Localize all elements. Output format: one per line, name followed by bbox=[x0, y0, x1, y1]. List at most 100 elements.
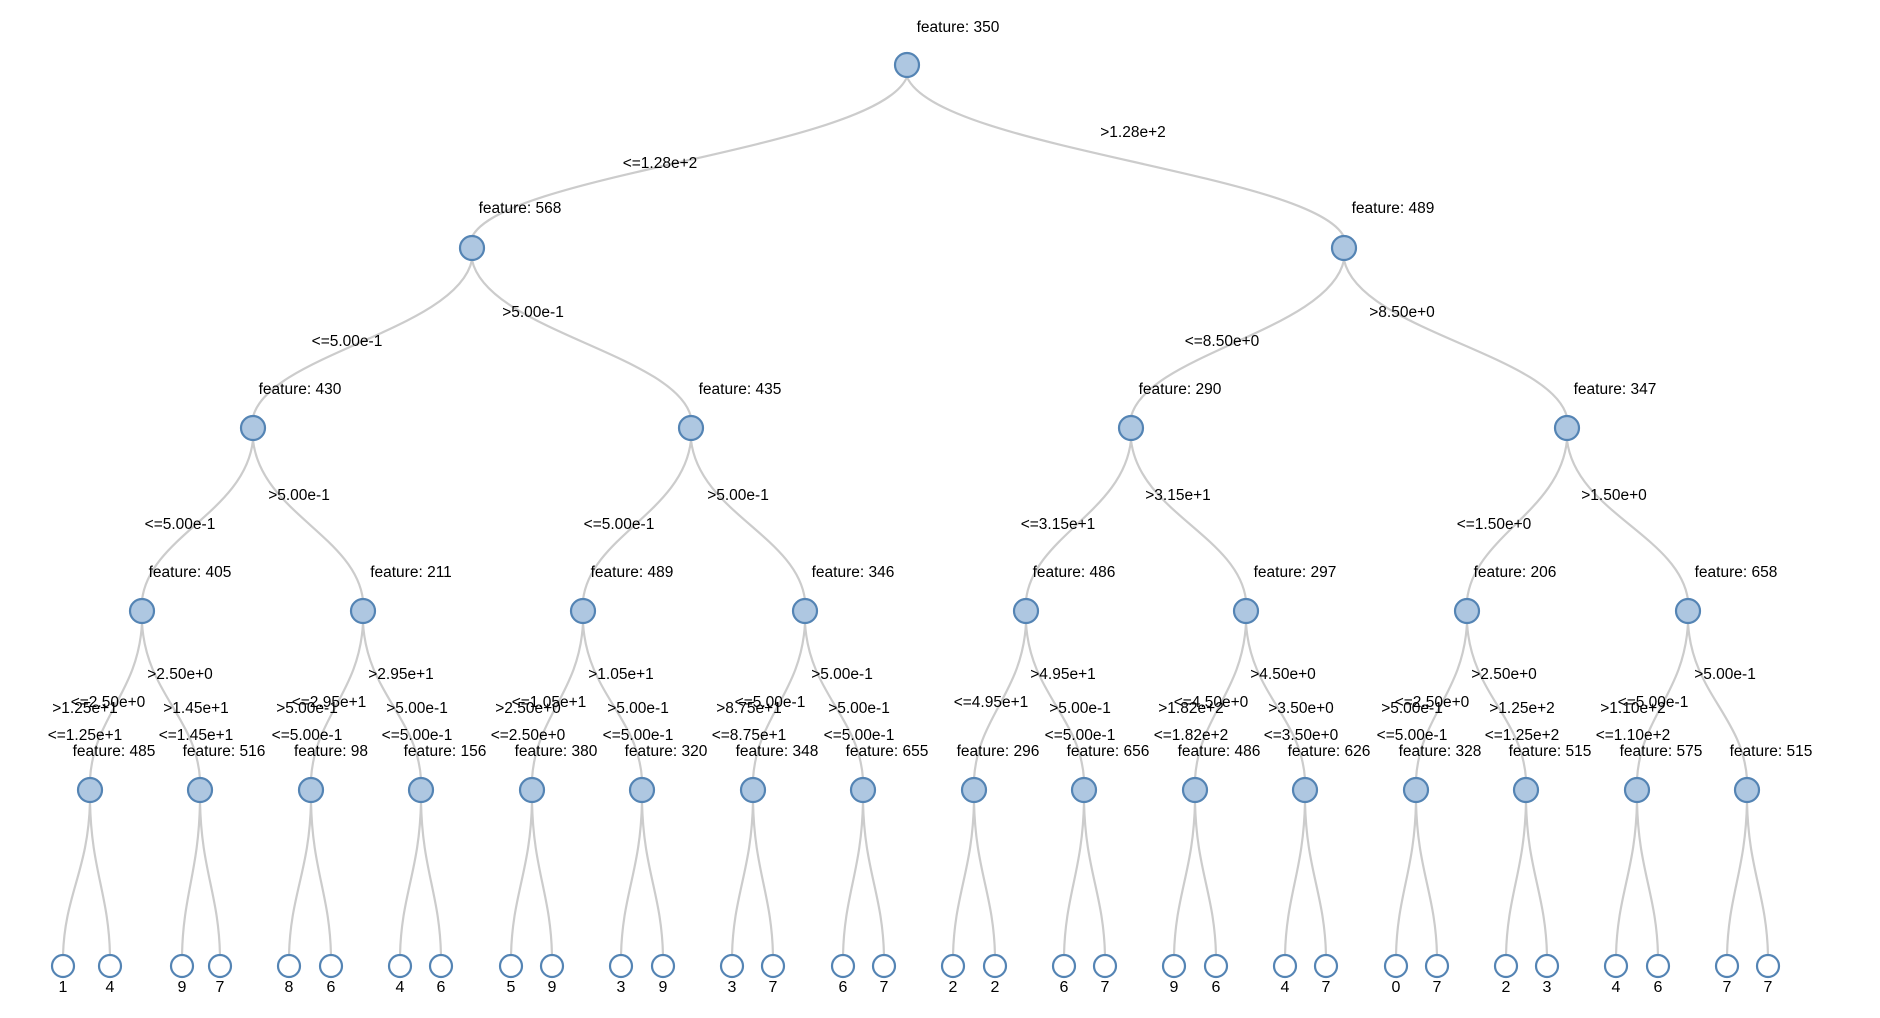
node-circle-icon[interactable] bbox=[1512, 776, 1540, 804]
node-circle-icon[interactable] bbox=[186, 776, 214, 804]
tree-node-internal[interactable]: feature: 486 bbox=[1178, 743, 1261, 804]
leaf-circle-icon[interactable] bbox=[1755, 953, 1781, 979]
tree-node-internal[interactable]: feature: 98 bbox=[294, 743, 368, 804]
leaf-circle-icon[interactable] bbox=[428, 953, 454, 979]
node-circle-icon[interactable] bbox=[628, 776, 656, 804]
tree-node-internal[interactable]: feature: 568 bbox=[458, 200, 561, 262]
tree-node-internal[interactable]: feature: 486 bbox=[1012, 564, 1115, 625]
node-circle-icon[interactable] bbox=[407, 776, 435, 804]
tree-node-leaf[interactable]: 7 bbox=[1755, 953, 1781, 996]
tree-node-leaf[interactable]: 6 bbox=[428, 953, 454, 996]
node-circle-icon[interactable] bbox=[1012, 597, 1040, 625]
tree-node-leaf[interactable]: 4 bbox=[97, 953, 123, 996]
leaf-circle-icon[interactable] bbox=[318, 953, 344, 979]
node-circle-icon[interactable] bbox=[960, 776, 988, 804]
node-circle-icon[interactable] bbox=[518, 776, 546, 804]
leaf-circle-icon[interactable] bbox=[719, 953, 745, 979]
leaf-circle-icon[interactable] bbox=[207, 953, 233, 979]
tree-node-leaf[interactable]: 0 bbox=[1383, 953, 1409, 996]
leaf-circle-icon[interactable] bbox=[1313, 953, 1339, 979]
node-circle-icon[interactable] bbox=[893, 51, 921, 79]
leaf-circle-icon[interactable] bbox=[1161, 953, 1187, 979]
leaf-circle-icon[interactable] bbox=[169, 953, 195, 979]
leaf-circle-icon[interactable] bbox=[276, 953, 302, 979]
tree-node-leaf[interactable]: 6 bbox=[1051, 953, 1077, 996]
tree-node-leaf[interactable]: 7 bbox=[760, 953, 786, 996]
tree-node-leaf[interactable]: 9 bbox=[169, 953, 195, 996]
leaf-circle-icon[interactable] bbox=[1424, 953, 1450, 979]
leaf-circle-icon[interactable] bbox=[539, 953, 565, 979]
tree-node-internal[interactable]: feature: 516 bbox=[183, 743, 266, 804]
node-circle-icon[interactable] bbox=[1674, 597, 1702, 625]
leaf-circle-icon[interactable] bbox=[982, 953, 1008, 979]
tree-node-internal[interactable]: feature: 655 bbox=[846, 743, 929, 804]
tree-node-leaf[interactable]: 7 bbox=[207, 953, 233, 996]
tree-node-internal[interactable]: feature: 347 bbox=[1553, 381, 1656, 442]
leaf-circle-icon[interactable] bbox=[608, 953, 634, 979]
leaf-circle-icon[interactable] bbox=[1645, 953, 1671, 979]
leaf-circle-icon[interactable] bbox=[387, 953, 413, 979]
leaf-circle-icon[interactable] bbox=[1534, 953, 1560, 979]
tree-node-internal[interactable]: feature: 211 bbox=[349, 564, 452, 625]
tree-node-leaf[interactable]: 6 bbox=[1645, 953, 1671, 996]
node-circle-icon[interactable] bbox=[739, 776, 767, 804]
tree-node-leaf[interactable]: 3 bbox=[1534, 953, 1560, 996]
leaf-circle-icon[interactable] bbox=[1092, 953, 1118, 979]
tree-node-leaf[interactable]: 3 bbox=[719, 953, 745, 996]
node-circle-icon[interactable] bbox=[349, 597, 377, 625]
tree-node-internal[interactable]: feature: 320 bbox=[625, 743, 708, 804]
tree-node-internal[interactable]: feature: 626 bbox=[1288, 743, 1371, 804]
leaf-circle-icon[interactable] bbox=[50, 953, 76, 979]
node-circle-icon[interactable] bbox=[1330, 234, 1358, 262]
leaf-circle-icon[interactable] bbox=[650, 953, 676, 979]
tree-node-leaf[interactable]: 1 bbox=[50, 953, 76, 996]
leaf-circle-icon[interactable] bbox=[498, 953, 524, 979]
tree-node-internal[interactable]: feature: 296 bbox=[957, 743, 1040, 804]
tree-node-leaf[interactable]: 7 bbox=[1092, 953, 1118, 996]
tree-node-internal[interactable]: feature: 485 bbox=[73, 743, 156, 804]
tree-node-leaf[interactable]: 5 bbox=[498, 953, 524, 996]
leaf-circle-icon[interactable] bbox=[1493, 953, 1519, 979]
node-circle-icon[interactable] bbox=[1070, 776, 1098, 804]
leaf-circle-icon[interactable] bbox=[97, 953, 123, 979]
tree-node-internal[interactable]: feature: 405 bbox=[128, 564, 231, 625]
tree-node-internal[interactable]: feature: 380 bbox=[515, 743, 598, 804]
tree-node-internal[interactable]: feature: 290 bbox=[1117, 381, 1222, 442]
leaf-circle-icon[interactable] bbox=[1051, 953, 1077, 979]
leaf-circle-icon[interactable] bbox=[1714, 953, 1740, 979]
tree-node-internal[interactable]: feature: 575 bbox=[1620, 743, 1703, 804]
tree-node-leaf[interactable]: 2 bbox=[940, 953, 966, 996]
leaf-circle-icon[interactable] bbox=[760, 953, 786, 979]
tree-node-leaf[interactable]: 7 bbox=[1313, 953, 1339, 996]
leaf-circle-icon[interactable] bbox=[1603, 953, 1629, 979]
node-circle-icon[interactable] bbox=[128, 597, 156, 625]
tree-node-leaf[interactable]: 6 bbox=[1203, 953, 1229, 996]
tree-node-internal[interactable]: feature: 656 bbox=[1067, 743, 1150, 804]
tree-node-internal[interactable]: feature: 156 bbox=[404, 743, 487, 804]
leaf-circle-icon[interactable] bbox=[871, 953, 897, 979]
node-circle-icon[interactable] bbox=[1291, 776, 1319, 804]
tree-node-internal[interactable]: feature: 297 bbox=[1232, 564, 1336, 625]
tree-node-leaf[interactable]: 6 bbox=[830, 953, 856, 996]
tree-node-leaf[interactable]: 9 bbox=[539, 953, 565, 996]
tree-node-leaf[interactable]: 3 bbox=[608, 953, 634, 996]
tree-node-internal[interactable]: feature: 346 bbox=[791, 564, 894, 625]
tree-node-leaf[interactable]: 9 bbox=[1161, 953, 1187, 996]
node-circle-icon[interactable] bbox=[1117, 414, 1145, 442]
leaf-circle-icon[interactable] bbox=[940, 953, 966, 979]
node-circle-icon[interactable] bbox=[1733, 776, 1761, 804]
leaf-circle-icon[interactable] bbox=[1272, 953, 1298, 979]
tree-node-internal[interactable]: feature: 435 bbox=[677, 381, 781, 442]
tree-node-internal[interactable]: feature: 350 bbox=[893, 19, 1000, 79]
tree-node-leaf[interactable]: 4 bbox=[1603, 953, 1629, 996]
node-circle-icon[interactable] bbox=[569, 597, 597, 625]
leaf-circle-icon[interactable] bbox=[830, 953, 856, 979]
tree-node-leaf[interactable]: 4 bbox=[1272, 953, 1298, 996]
node-circle-icon[interactable] bbox=[677, 414, 705, 442]
tree-node-leaf[interactable]: 8 bbox=[276, 953, 302, 996]
node-circle-icon[interactable] bbox=[1181, 776, 1209, 804]
tree-node-internal[interactable]: feature: 328 bbox=[1399, 743, 1482, 804]
tree-node-leaf[interactable]: 2 bbox=[982, 953, 1008, 996]
tree-node-internal[interactable]: feature: 515 bbox=[1730, 743, 1813, 804]
tree-node-internal[interactable]: feature: 430 bbox=[239, 381, 342, 442]
